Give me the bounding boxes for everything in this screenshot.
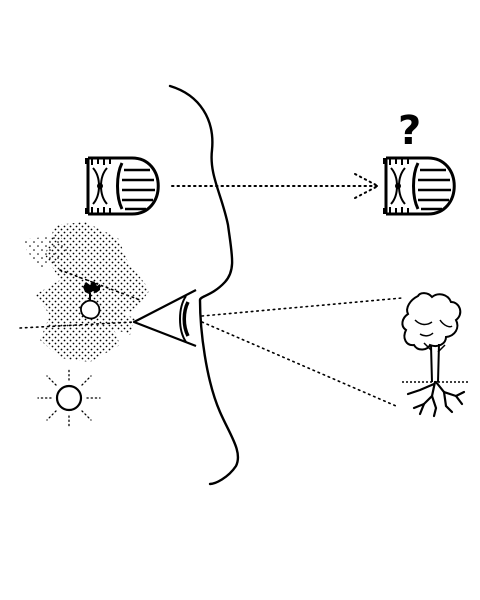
capsule-object-icon <box>85 156 160 216</box>
small-plant-icon <box>80 281 101 320</box>
head-profile-icon <box>168 84 240 486</box>
question-mark: ? <box>398 108 421 154</box>
sun-icon <box>37 367 101 429</box>
observer-eye-icon <box>132 289 197 348</box>
sight-rays <box>19 269 403 407</box>
tree-icon <box>401 292 468 418</box>
dotted-arrow <box>171 173 379 199</box>
capsule-object-copy-icon <box>383 156 456 216</box>
dotted-light-cloud-icon <box>20 222 150 362</box>
